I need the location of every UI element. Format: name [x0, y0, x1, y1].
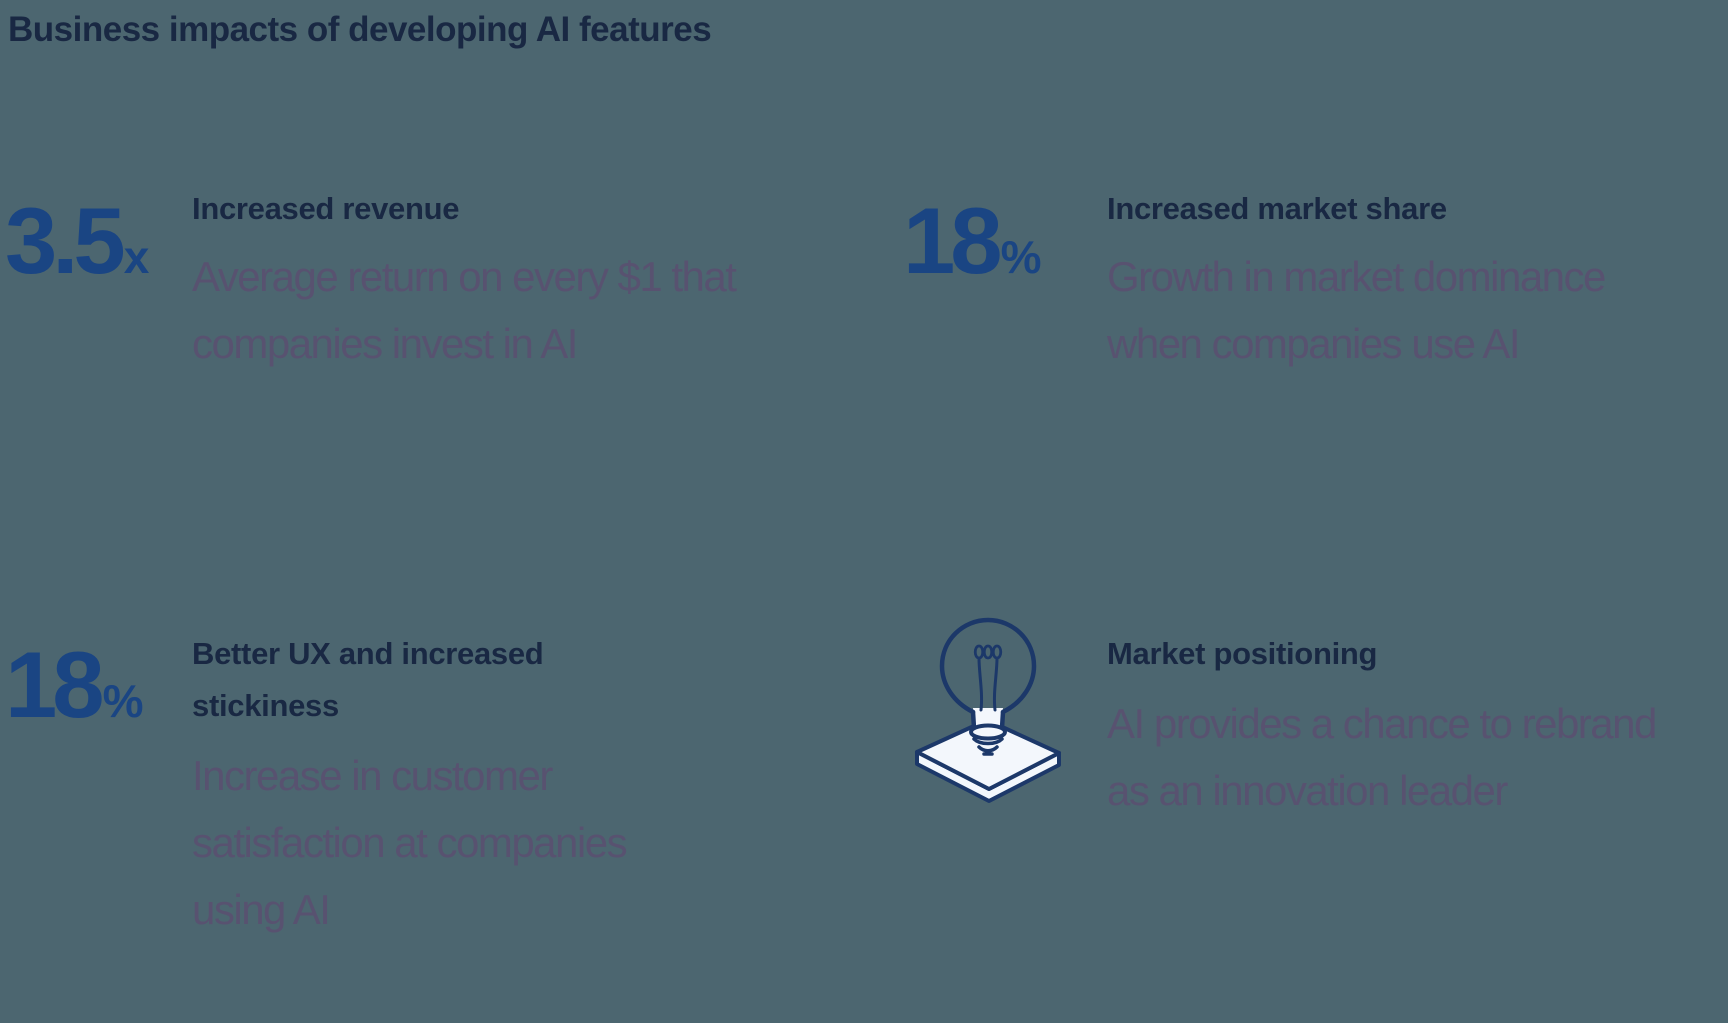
- card-heading: Increased revenue: [192, 191, 460, 226]
- lightbulb-idea-icon: [833, 608, 1073, 808]
- lightbulb-icon: [939, 617, 1037, 756]
- card-market-positioning: Market positioning AI provides a chance …: [1107, 628, 1728, 824]
- card-description: Growth in market dominance when companie…: [1107, 253, 1606, 367]
- page-title: Business impacts of developing AI featur…: [8, 10, 712, 49]
- card-better-ux: Better UX and increased stickiness Incre…: [192, 628, 832, 943]
- card-increased-market-share: Increased market share Growth in market …: [1107, 183, 1707, 377]
- stat-unit: %: [1000, 231, 1042, 283]
- card-description: AI provides a chance to rebrand as an in…: [1107, 700, 1657, 814]
- stat-value: 18: [903, 188, 1003, 293]
- stat-unit: %: [102, 675, 144, 727]
- stat-increased-revenue: 3.5 x: [5, 194, 149, 288]
- card-description: Average return on every $1 that companie…: [192, 253, 737, 367]
- card-increased-revenue: Increased revenue Average return on ever…: [192, 183, 832, 377]
- card-heading: Better UX and increased stickiness: [192, 636, 544, 723]
- stat-value: 3.5: [5, 188, 126, 293]
- stat-better-ux: 18 %: [5, 638, 143, 732]
- stat-unit: x: [123, 231, 150, 283]
- card-heading: Increased market share: [1107, 191, 1447, 226]
- stat-increased-market-share: 18 %: [903, 194, 1041, 288]
- lightbulb-idea-icon: [915, 617, 1061, 803]
- stat-value: 18: [5, 632, 105, 737]
- card-description: Increase in customer satisfaction at com…: [192, 752, 628, 933]
- card-heading: Market positioning: [1107, 636, 1378, 671]
